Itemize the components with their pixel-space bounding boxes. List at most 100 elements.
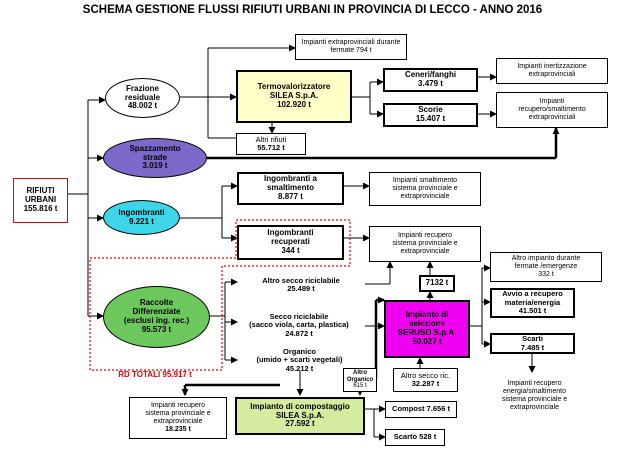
ceneri-label: Ceneri/fanghi bbox=[404, 70, 457, 80]
altro-secco-ric-label: Altro secco ric. bbox=[400, 370, 451, 380]
recupero-bottom-value: 18.235 t bbox=[165, 425, 191, 433]
scarti-label: Scarti bbox=[522, 334, 543, 344]
organico-value: 45.212 t bbox=[285, 363, 314, 373]
recupero-energia-line4: extraprovinciale bbox=[509, 403, 560, 411]
recupero-energia-line3: sistema provinciale e bbox=[501, 396, 568, 403]
termo-line1: Termovalorizzatore bbox=[257, 82, 331, 92]
spazzamento-value: 3.019 t bbox=[142, 161, 168, 171]
raccolte-line1: Raccolte bbox=[139, 298, 174, 308]
impianti-recupero-top-line1: Impianti recupero bbox=[397, 232, 453, 240]
rifiuti-urbani-value: 155.816 t bbox=[23, 203, 58, 213]
altri-rifiuti-box: Altri rifiuti 55.712 t bbox=[236, 133, 306, 155]
impianti-extra-line1: Impianti extraprovinciali durante bbox=[301, 39, 401, 47]
ingombranti-ellipse: Ingombranti 9.221 t bbox=[103, 200, 180, 235]
spazzamento-ellipse: Spazzamento strade 3.019 t bbox=[103, 138, 207, 178]
ingombranti-smalt-line2: smaltimento bbox=[266, 183, 315, 193]
seruso-line2: selezione bbox=[408, 319, 445, 329]
rifiuti-urbani-line2: URBANI bbox=[24, 195, 57, 205]
altro-impianto-box: Altro impianto durante fermate /emergenz… bbox=[490, 252, 602, 282]
scorie-label: Scorie bbox=[418, 105, 443, 115]
ingombranti-value: 9.221 t bbox=[129, 216, 154, 226]
organico-line2: (umido + scarti vegetali) bbox=[256, 355, 343, 365]
seruso-line3: SERUSO S.p.A. bbox=[397, 328, 457, 337]
impianti-smalt-line1: Impianti smaltimento bbox=[392, 177, 458, 185]
ingombranti-smalt-line1: Ingombranti a bbox=[264, 174, 317, 184]
altro-secco-label: Altro secco riciclabile 25.489 t bbox=[237, 276, 365, 294]
frazione-residuale-line1: Frazione bbox=[126, 83, 159, 93]
impianti-smalt-line3: extraprovinciale bbox=[400, 192, 450, 200]
ceneri-value: 3.479 t bbox=[418, 79, 443, 88]
inertizzazione-line2: extraprovinciali bbox=[528, 71, 576, 78]
impianti-extra-line2: fermate 794 t bbox=[330, 47, 372, 54]
recupero-smaltimento-extra-box: Impianti recupero/smaltimento extraprovi… bbox=[496, 92, 608, 128]
avvio-recupero-line1: Avvio a recupero bbox=[502, 289, 563, 299]
impianti-smalt-line2: sistema provinciale e bbox=[392, 185, 458, 193]
ingombranti-rec-line1: Ingombranti bbox=[267, 228, 314, 238]
altri-rifiuti-label: Altri rifiuti bbox=[255, 134, 287, 144]
recupero-smaltimento-extra-line2: recupero/smaltimento bbox=[518, 106, 586, 114]
secco-ricic-line2: (sacco viola, carta, plastica) bbox=[249, 320, 349, 330]
avvio-recupero-value: 41.501 t bbox=[518, 306, 547, 316]
compost-plant-value: 27.592 t bbox=[285, 419, 315, 429]
frazione-residuale-line2: residuale bbox=[124, 92, 161, 102]
altro-secco-text: Altro secco riciclabile bbox=[262, 276, 340, 285]
recupero-bottom-line1: Impianti recupero bbox=[150, 402, 206, 410]
inertizzazione-line1: Impianti inertizzazione bbox=[517, 63, 587, 71]
ceneri-box: Ceneri/fanghi 3.479 t bbox=[383, 68, 478, 92]
raccolte-value: 95.573 t bbox=[141, 324, 172, 334]
ingombranti-rec-value: 344 t bbox=[281, 245, 300, 255]
ingombranti-smalt-value: 8.877 t bbox=[278, 191, 303, 201]
secco-riciclabile-label: Secco riciclabile (sacco viola, carta, p… bbox=[229, 312, 369, 338]
ingombranti-smaltimento-box: Ingombranti a smaltimento 8.877 t bbox=[237, 172, 344, 205]
termovalorizzatore-box: Termovalorizzatore SILEA S.p.A. 102.920 … bbox=[236, 70, 352, 123]
impianti-extra-box: Impianti extraprovinciali durante fermat… bbox=[295, 34, 407, 60]
scorie-value: 15.407 t bbox=[415, 114, 446, 123]
altro-organico-line1: Altro bbox=[353, 369, 367, 376]
impianti-recupero-top-line2: sistema provinciale e bbox=[392, 240, 458, 248]
recupero-energia-line1: Impianti recupero bbox=[507, 380, 562, 388]
altro-impianto-value: 332 t bbox=[538, 270, 554, 278]
page-title: SCHEMA GESTIONE FLUSSI RIFIUTI URBANI IN… bbox=[82, 4, 543, 16]
impianti-recupero-top-line3: extraprovinciale bbox=[400, 247, 450, 255]
rifiuti-urbani-line1: RIFIUTI bbox=[26, 186, 55, 196]
recupero-energia-line2: energia/smaltimento bbox=[502, 388, 567, 396]
spazzamento-line2: strade bbox=[142, 152, 167, 162]
termo-value: 102.920 t bbox=[277, 99, 311, 109]
recupero-smaltimento-extra-line1: Impianti bbox=[539, 98, 565, 106]
organico-label: Organico (umido + scarti vegetali) 45.21… bbox=[237, 347, 362, 373]
seruso-value: 50.027 t bbox=[412, 336, 442, 346]
secco-ricic-line1: Secco riciclabile bbox=[269, 312, 329, 321]
compost-box: Compost 7.656 t bbox=[385, 401, 457, 418]
impianti-smaltimento-box: Impianti smaltimento sistema provinciale… bbox=[369, 172, 481, 206]
organico-line1: Organico bbox=[283, 347, 316, 356]
termo-line2: SILEA S.p.A. bbox=[269, 91, 319, 101]
rd-totali-label: RD TOTALI 95.917 t bbox=[118, 370, 192, 379]
altro-impianto-line1: Altro impianto durante bbox=[511, 255, 581, 263]
seruso-line1: Impianto di bbox=[405, 310, 449, 320]
scarti-value: 7.485 t bbox=[520, 342, 545, 352]
altri-rifiuti-value: 55.712 t bbox=[257, 143, 285, 152]
recupero-bottom-line2: sistema provinciale e bbox=[145, 410, 211, 418]
scarto-box: Scarto 528 t bbox=[385, 429, 445, 446]
impianti-recupero-energia-text: Impianti recupero energia/smaltimento si… bbox=[482, 374, 587, 418]
compost-plant-line1: Impianto di compostaggio bbox=[250, 401, 350, 411]
inertizzazione-box: Impianti inertizzazione extraprovinciali bbox=[496, 58, 608, 84]
frazione-residuale-value: 48.002 t bbox=[127, 101, 158, 111]
compostaggio-box: Impianto di compostaggio SILEA S.p.A. 27… bbox=[235, 397, 365, 435]
recupero-smaltimento-extra-line3: extraprovinciali bbox=[528, 113, 576, 121]
impianti-recupero-bottom-box: Impianti recupero sistema provinciale e … bbox=[129, 397, 227, 439]
altro-organico-box: Altro Organico 615 t bbox=[343, 368, 377, 392]
avvio-recupero-box: Avvio a recupero materia/energia 41.501 … bbox=[490, 288, 575, 318]
altro-organico-line2: Organico bbox=[346, 376, 374, 383]
scarti-box: Scarti 7.485 t bbox=[490, 333, 575, 354]
impianti-recupero-top-box: Impianti recupero sistema provinciale e … bbox=[369, 226, 481, 262]
ingombranti-rec-line2: recuperati bbox=[271, 237, 310, 247]
altro-secco-ric-value: 32.287 t bbox=[411, 379, 440, 388]
altro-secco-ric-box: Altro secco ric. 32.287 t bbox=[393, 368, 458, 392]
secco-ricic-value: 24.872 t bbox=[285, 328, 313, 338]
avvio-recupero-line2: materia/energia bbox=[504, 297, 561, 307]
spazzamento-line1: Spazzamento bbox=[129, 143, 181, 153]
altro-impianto-line2: fermate /emergenze bbox=[514, 263, 578, 271]
